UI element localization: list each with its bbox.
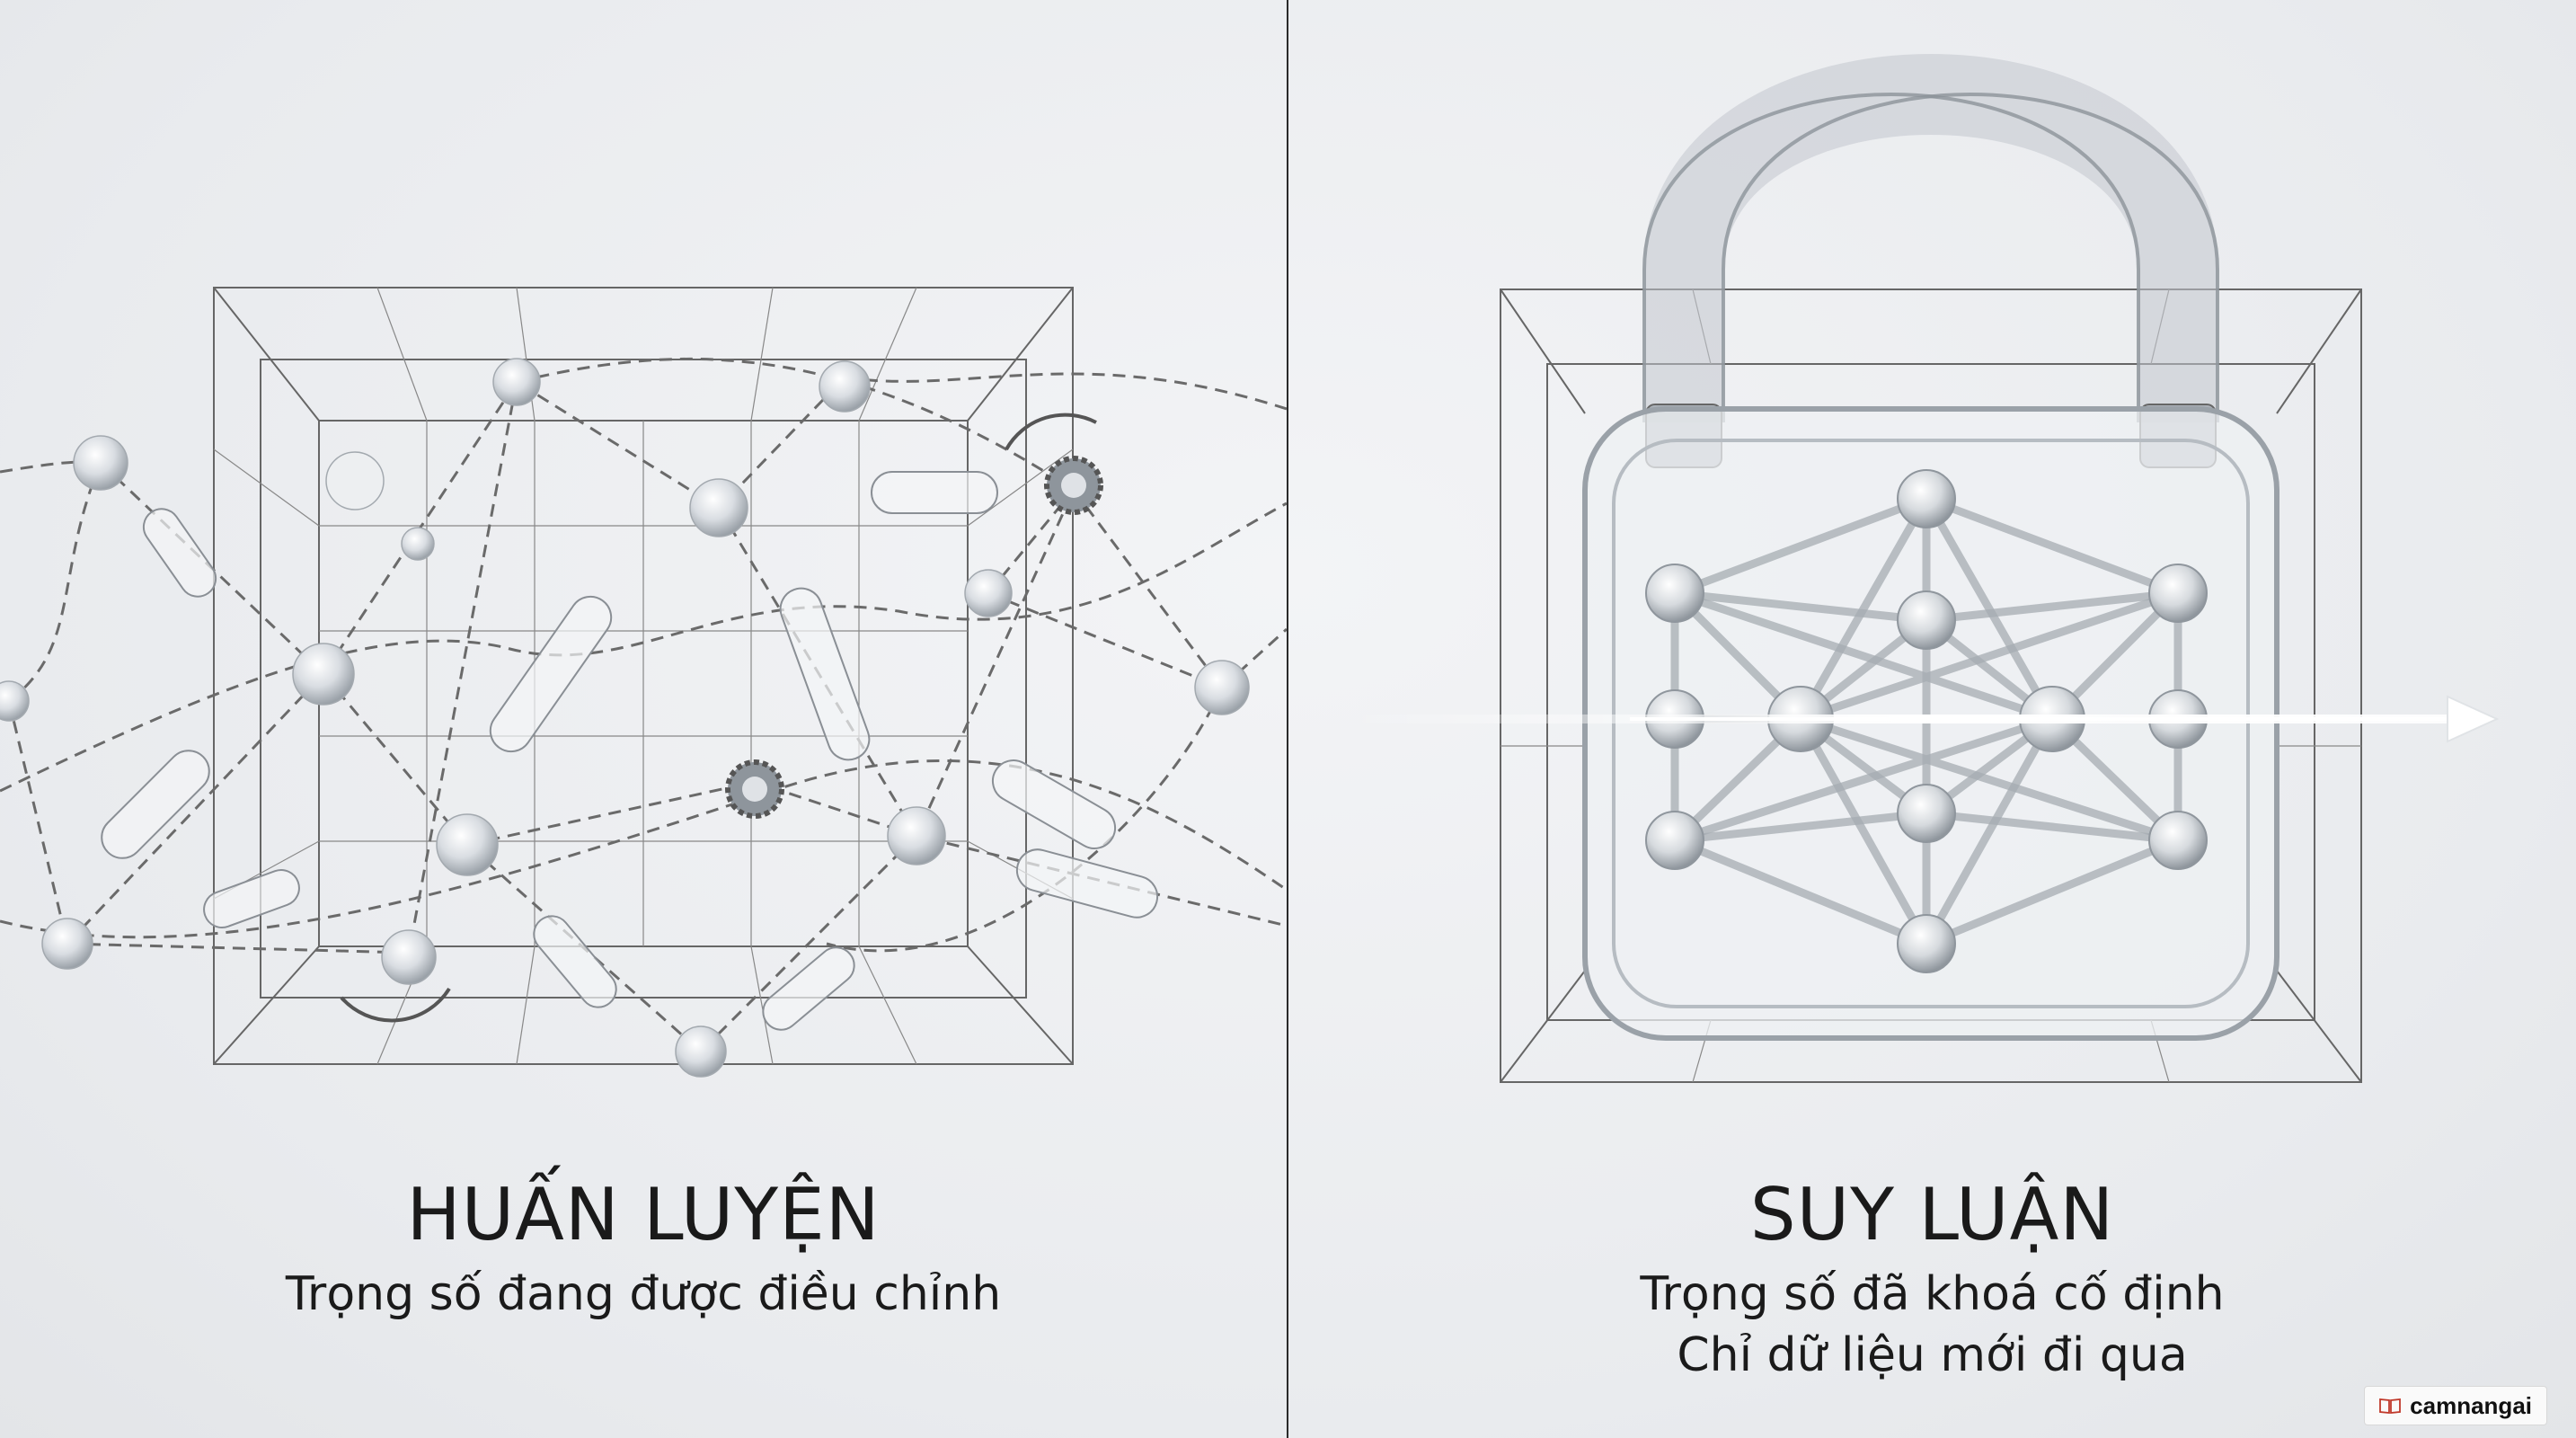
weight-sliders	[101, 471, 1159, 1031]
training-subtitle: Trọng số đang được điều chỉnh	[285, 1267, 1002, 1321]
book-icon	[2379, 1398, 2402, 1414]
locked-network-illustration	[1342, 54, 2500, 1083]
watermark-badge: camnangai	[2364, 1386, 2547, 1425]
network-nodes	[0, 358, 1250, 1078]
inference-subtitle-line2: Chỉ dữ liệu mới đi qua	[1677, 1328, 2188, 1382]
training-title: HUẤN LUYỆN	[406, 1173, 881, 1256]
panel-divider	[1287, 0, 1288, 1438]
data-flow-arrow	[1342, 695, 2500, 743]
wireframe-box	[1500, 288, 2362, 1083]
inference-subtitle-line1: Trọng số đã khoá cố định	[1640, 1267, 2225, 1321]
fixed-nodes	[1645, 469, 2208, 973]
inference-panel: SUY LUẬN Trọng số đã khoá cố định Chỉ dữ…	[1288, 0, 2576, 1438]
adjustment-gears	[340, 413, 1103, 1023]
watermark-text: camnangai	[2410, 1391, 2532, 1419]
training-panel: HUẤN LUYỆN Trọng số đang được điều chỉnh	[0, 0, 1287, 1438]
training-network-illustration	[0, 287, 1287, 1078]
inference-title: SUY LUẬN	[1749, 1173, 2115, 1256]
